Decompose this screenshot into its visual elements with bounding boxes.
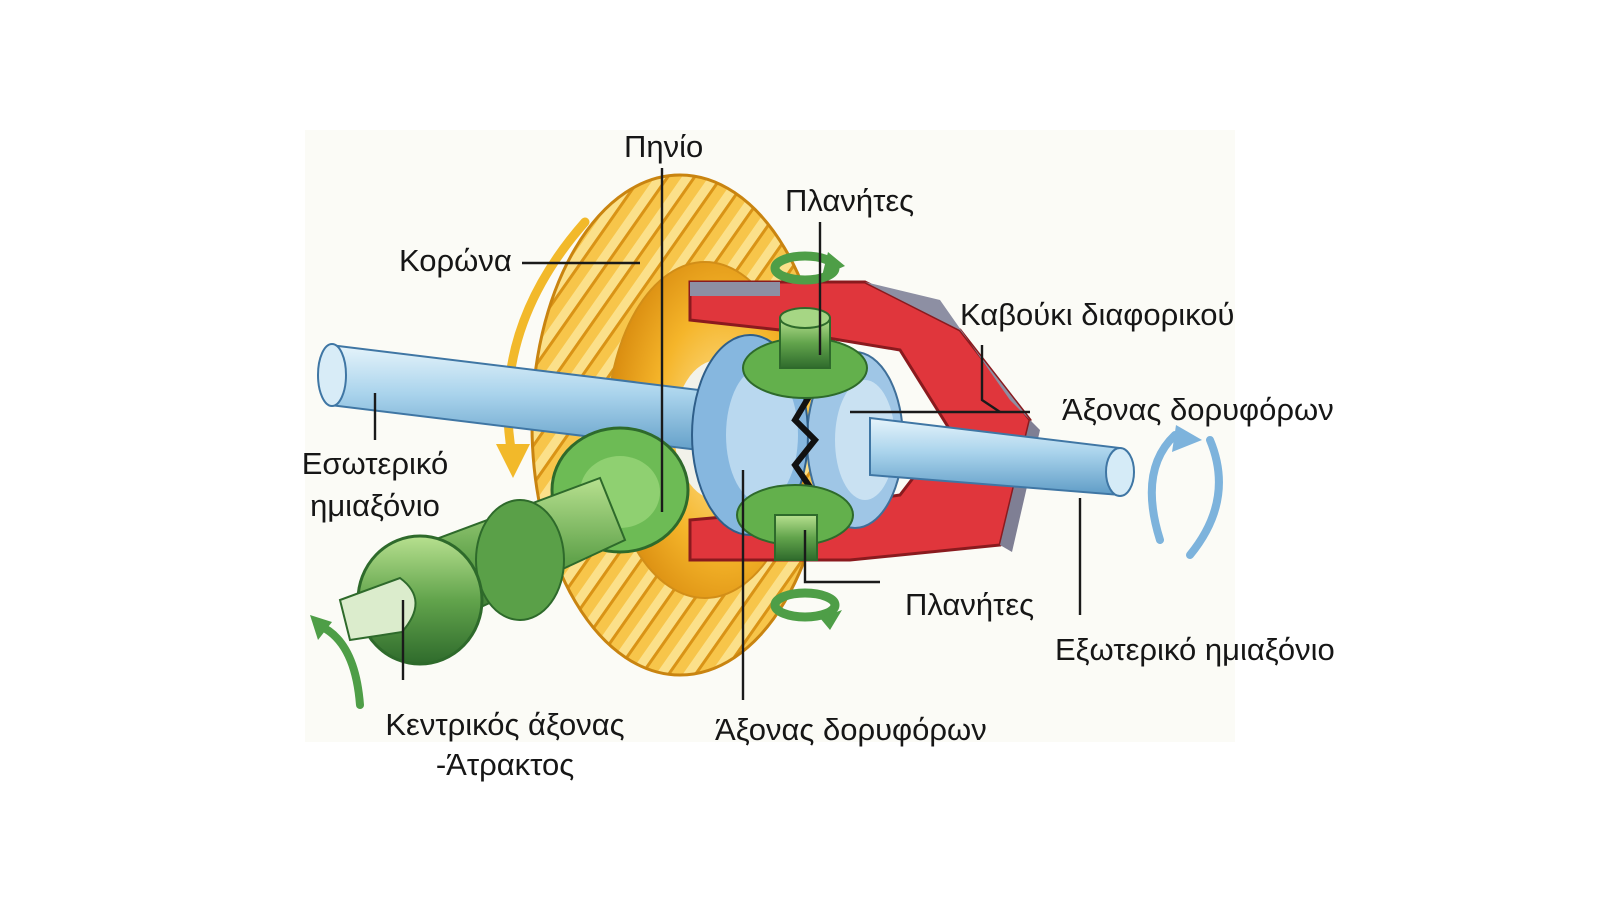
label-inner-halfshaft-line1: Εσωτερικό (301, 446, 449, 481)
label-planets-bottom: Πλανήτες (905, 587, 1035, 622)
label-pinion: Πηνίο (624, 129, 704, 164)
leader-lines (373, 168, 1082, 700)
label-central-shaft-line1: Κεντρικός άξονας (385, 707, 625, 742)
leader-housing (980, 345, 1001, 413)
planet-top-rotation-arrow-icon (770, 251, 845, 285)
label-crown: Κορώνα (399, 243, 512, 278)
leader-planets-bottom (803, 530, 880, 584)
planet-bottom-rotation-arrow-icon (770, 588, 842, 630)
planet-gear-bottom (736, 484, 854, 561)
label-inner-halfshaft-line2: ημιαξόνιο (310, 488, 440, 523)
label-central-shaft-line2: -Άτρακτος (435, 747, 575, 782)
label-satellite-axle-bottom: Άξονας δορυφόρων (715, 712, 987, 747)
label-outer-halfshaft: Εξωτερικό ημιαξόνιο (1055, 632, 1335, 667)
outer-halfshaft (869, 416, 1135, 497)
planet-gear-top (742, 307, 868, 399)
outer-halfshaft-rotation-arrow-icon (1147, 425, 1223, 559)
label-satellite-axle-right: Άξονας δορυφόρων (1062, 392, 1334, 427)
central-drive-shaft (338, 476, 627, 666)
label-housing: Καβούκι διαφορικού (960, 297, 1235, 332)
central-shaft-rotation-arrow-icon (310, 615, 364, 709)
label-planets-top: Πλανήτες (785, 183, 915, 218)
